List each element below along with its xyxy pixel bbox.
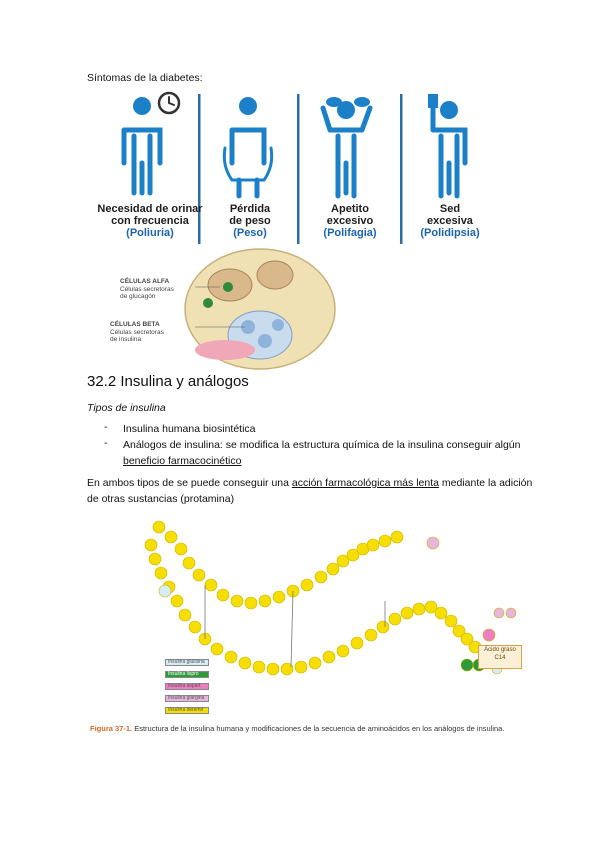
chain-a-residue — [314, 570, 328, 584]
chain-a-residue — [192, 568, 206, 582]
person-weight-loss-icon — [222, 97, 274, 199]
bullet-2-underlined: beneficio farmacocinético — [123, 455, 242, 467]
legend-swatch-glulisina — [165, 659, 209, 666]
chain-b-residue — [170, 594, 184, 608]
chain-b-residue — [376, 620, 390, 634]
chain-a-residue — [390, 530, 404, 544]
chain-a-residue — [244, 596, 258, 610]
paragraph-line-1: En ambos tipos de se puede conseguir una… — [87, 477, 533, 489]
insulin-structure-diagram — [144, 520, 517, 676]
chain-a-residue — [230, 594, 244, 608]
chain-b-residue — [266, 662, 280, 676]
chain-a-residue — [336, 554, 350, 568]
glulisina-residue — [158, 584, 172, 598]
chain-a-residue — [174, 542, 188, 556]
chain-a-residue — [272, 590, 286, 604]
bullet-dash: - — [104, 437, 108, 449]
chain-b-residue — [178, 608, 192, 622]
person-urinate-icon — [121, 91, 181, 196]
chain-b-residue — [188, 620, 202, 634]
person-appetite-icon — [320, 97, 373, 199]
bullet-dash: - — [104, 421, 108, 433]
chain-b-residue — [252, 660, 266, 674]
legend-swatch-aspart — [165, 683, 209, 690]
fatty-acid-annotation: Ácido graso C14 — [478, 645, 522, 669]
legend-swatch-glargina — [165, 695, 209, 702]
chain-b-residue — [148, 552, 162, 566]
chain-a-residue — [258, 594, 272, 608]
insulin-figure — [85, 515, 525, 745]
chain-b-residue — [400, 606, 414, 620]
chain-b-residue — [294, 660, 308, 674]
legend-swatch-detemir — [165, 707, 209, 714]
chain-a-residue — [164, 530, 178, 544]
chain-b-residue — [452, 624, 466, 638]
chain-a-residue — [152, 520, 166, 534]
glargina-residue — [426, 536, 440, 550]
chain-b-residue — [460, 632, 474, 646]
bullet-1: Insulina humana biosintética — [123, 423, 256, 435]
islet-drawing — [184, 248, 336, 370]
chain-b-residue — [154, 566, 168, 580]
glargina-residue — [505, 607, 517, 619]
islet-illustration — [100, 245, 340, 373]
islet-alfa-label: CÉLULAS ALFA Células secretoras de gluca… — [120, 278, 174, 300]
lispro-residue — [460, 658, 474, 672]
disulfide-bond — [290, 590, 294, 668]
chain-b-residue — [444, 614, 458, 628]
chain-a-residue — [216, 588, 230, 602]
chain-a-residue — [346, 548, 360, 562]
subheading: Tipos de insulina — [87, 402, 166, 414]
chain-b-residue — [434, 606, 448, 620]
chain-a-residue — [204, 578, 218, 592]
chain-b-residue — [144, 538, 158, 552]
chain-b-residue — [412, 602, 426, 616]
legend-swatch-lispro — [165, 671, 209, 678]
chain-b-residue — [424, 600, 438, 614]
chain-b-residue — [210, 642, 224, 656]
chain-a-residue — [182, 556, 196, 570]
figure-caption: Figura 37-1. Estructura de la insulina h… — [90, 724, 505, 733]
chain-b-residue — [224, 650, 238, 664]
chain-b-residue — [350, 636, 364, 650]
legend-label-detemir: Insulina detemir — [168, 707, 204, 713]
chain-b-residue — [388, 612, 402, 626]
chain-b-residue — [322, 650, 336, 664]
legend-label-aspart: Insulina aspart — [168, 683, 201, 689]
chain-b-residue — [364, 628, 378, 642]
legend-label-glargina: Insulina glargina — [168, 695, 205, 701]
paragraph-line-2: de otras sustancias (protamina) — [87, 493, 235, 505]
person-thirst-icon — [428, 94, 468, 199]
chain-b-residue — [308, 656, 322, 670]
chain-b-residue — [280, 662, 294, 676]
islet-beta-label: CÉLULAS BETA Células secretoras de insul… — [110, 321, 164, 343]
symptoms-infographic — [87, 88, 507, 248]
section-heading: 32.2 Insulina y análogos — [87, 373, 249, 390]
glargina-residue — [493, 607, 505, 619]
symptoms-figures — [121, 91, 468, 244]
legend-label-glulisina: Insulina glulisina — [168, 659, 205, 665]
chain-b-residue — [238, 656, 252, 670]
chain-b-residue — [336, 644, 350, 658]
chain-a-residue — [300, 578, 314, 592]
intro-text: Síntomas de la diabetes: — [87, 72, 203, 84]
chain-a-residue — [378, 534, 392, 548]
aspart-residue — [482, 628, 496, 642]
legend-label-lispro: Insulina lispro — [168, 671, 199, 677]
chain-a-residue — [326, 562, 340, 576]
bullet-2: Análogos de insulina: se modifica la est… — [123, 439, 521, 451]
chain-a-residue — [366, 538, 380, 552]
